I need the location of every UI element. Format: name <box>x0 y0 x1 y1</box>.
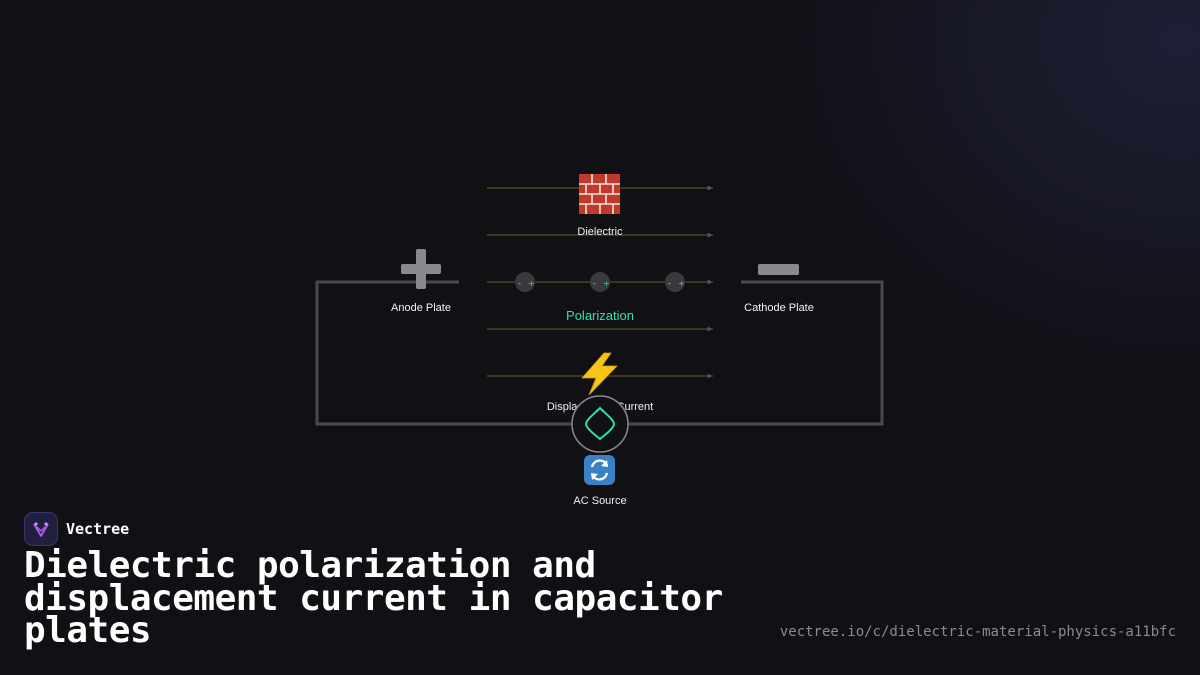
dipole-positive-sign: + <box>678 279 685 288</box>
anode-label: Anode Plate <box>391 302 451 314</box>
dipole: - + <box>515 272 535 292</box>
dipole-negative-sign: - <box>668 279 671 288</box>
dipole: - + <box>590 272 610 292</box>
dielectric-node: Dielectric <box>577 174 623 238</box>
plus-icon <box>401 249 441 289</box>
brick-icon <box>579 174 620 214</box>
brand-name: Vectree <box>66 520 130 538</box>
dielectric-label: Dielectric <box>577 226 623 238</box>
vectree-logo-icon <box>24 512 58 546</box>
brand: Vectree <box>24 512 129 546</box>
dipole-negative-sign: - <box>593 279 596 288</box>
polarization-label: Polarization <box>566 308 634 323</box>
cathode-label: Cathode Plate <box>744 302 814 314</box>
dipole-positive-sign: + <box>528 279 535 288</box>
dipole-negative-sign: - <box>518 279 521 288</box>
dipole: - + <box>665 272 685 292</box>
refresh-arrows-icon <box>584 455 615 485</box>
cathode-node: Cathode Plate <box>744 264 814 314</box>
dipole-positive-sign: + <box>603 279 610 288</box>
circuit-wire <box>315 280 884 426</box>
lightning-icon <box>581 352 618 396</box>
page-title: Dielectric polarization and displacement… <box>24 545 723 651</box>
ac-source-node: AC Source <box>573 455 627 507</box>
sine-wave-icon <box>584 406 616 441</box>
source-url[interactable]: vectree.io/c/dielectric-material-physics… <box>779 624 1176 640</box>
ac-source-label: AC Source <box>573 495 626 507</box>
minus-icon <box>758 264 799 275</box>
anode-node: Anode Plate <box>391 249 451 314</box>
ac-source-symbol <box>571 395 629 453</box>
